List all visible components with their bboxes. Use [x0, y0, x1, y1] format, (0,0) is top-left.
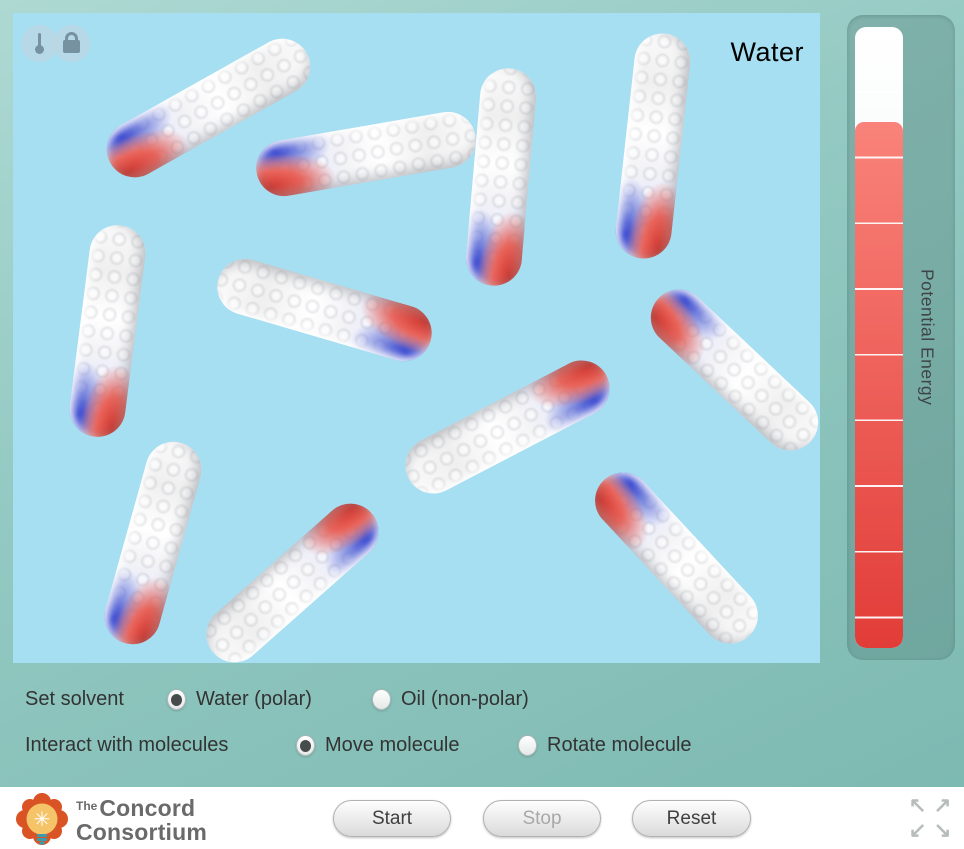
radio-water-polar-label: Water (polar): [196, 688, 312, 710]
gauge-fill: [855, 122, 903, 648]
molecule[interactable]: [251, 107, 481, 201]
radio-option-rotate-molecule[interactable]: Rotate molecule: [518, 734, 692, 757]
radio-rotate-molecule-icon[interactable]: [518, 735, 537, 756]
start-button[interactable]: Start: [333, 800, 451, 837]
radio-water-polar-icon[interactable]: [167, 689, 186, 710]
radio-option-move-molecule[interactable]: Move molecule: [296, 734, 460, 757]
molecule[interactable]: [395, 350, 619, 504]
lock-icon[interactable]: [53, 25, 90, 62]
solvent-watermark: Water: [730, 37, 804, 67]
molecule[interactable]: [65, 221, 149, 441]
molecule[interactable]: [98, 435, 208, 651]
molecule[interactable]: [210, 252, 438, 368]
arrow-up-left-icon: ↖: [908, 794, 927, 817]
thermometer-icon[interactable]: [21, 25, 58, 62]
simulation-viewport: Water: [13, 13, 820, 663]
radio-oil-nonpolar-icon[interactable]: [372, 689, 391, 710]
radio-rotate-molecule-label: Rotate molecule: [547, 734, 692, 756]
arrow-down-left-icon: ↙: [908, 819, 927, 842]
arrow-up-right-icon: ↗: [933, 794, 952, 817]
molecule[interactable]: [612, 30, 694, 262]
molecule[interactable]: [582, 460, 770, 656]
potential-energy-gauge: Potential Energy: [847, 15, 955, 660]
radio-option-water-polar[interactable]: Water (polar): [167, 688, 312, 711]
radio-option-oil-nonpolar[interactable]: Oil (non-polar): [372, 688, 529, 711]
solvent-group-label: Set solvent: [25, 688, 124, 710]
radio-move-molecule-label: Move molecule: [325, 734, 460, 756]
arrow-down-right-icon: ↘: [933, 819, 952, 842]
footer-bar: [0, 787, 964, 849]
molecule[interactable]: [463, 65, 539, 289]
concord-consortium-logo[interactable]: ✳ TheConcord Consortium: [14, 793, 234, 849]
logo-flower-icon: ✳: [16, 793, 68, 845]
radio-move-molecule-icon[interactable]: [296, 735, 315, 756]
fullscreen-expand-icon[interactable]: ↖ ↗ ↙ ↘: [905, 794, 955, 844]
molecule[interactable]: [638, 277, 820, 463]
radio-oil-nonpolar-label: Oil (non-polar): [401, 688, 529, 710]
logo-text: TheConcord Consortium: [76, 795, 208, 845]
svg-text:✳: ✳: [34, 809, 51, 831]
molecule[interactable]: [194, 492, 390, 663]
reset-button[interactable]: Reset: [632, 800, 751, 837]
stop-button[interactable]: Stop: [483, 800, 601, 837]
gauge-label: Potential Energy: [917, 269, 938, 406]
interaction-group-label: Interact with molecules: [25, 734, 229, 756]
gauge-bar: [855, 27, 903, 648]
